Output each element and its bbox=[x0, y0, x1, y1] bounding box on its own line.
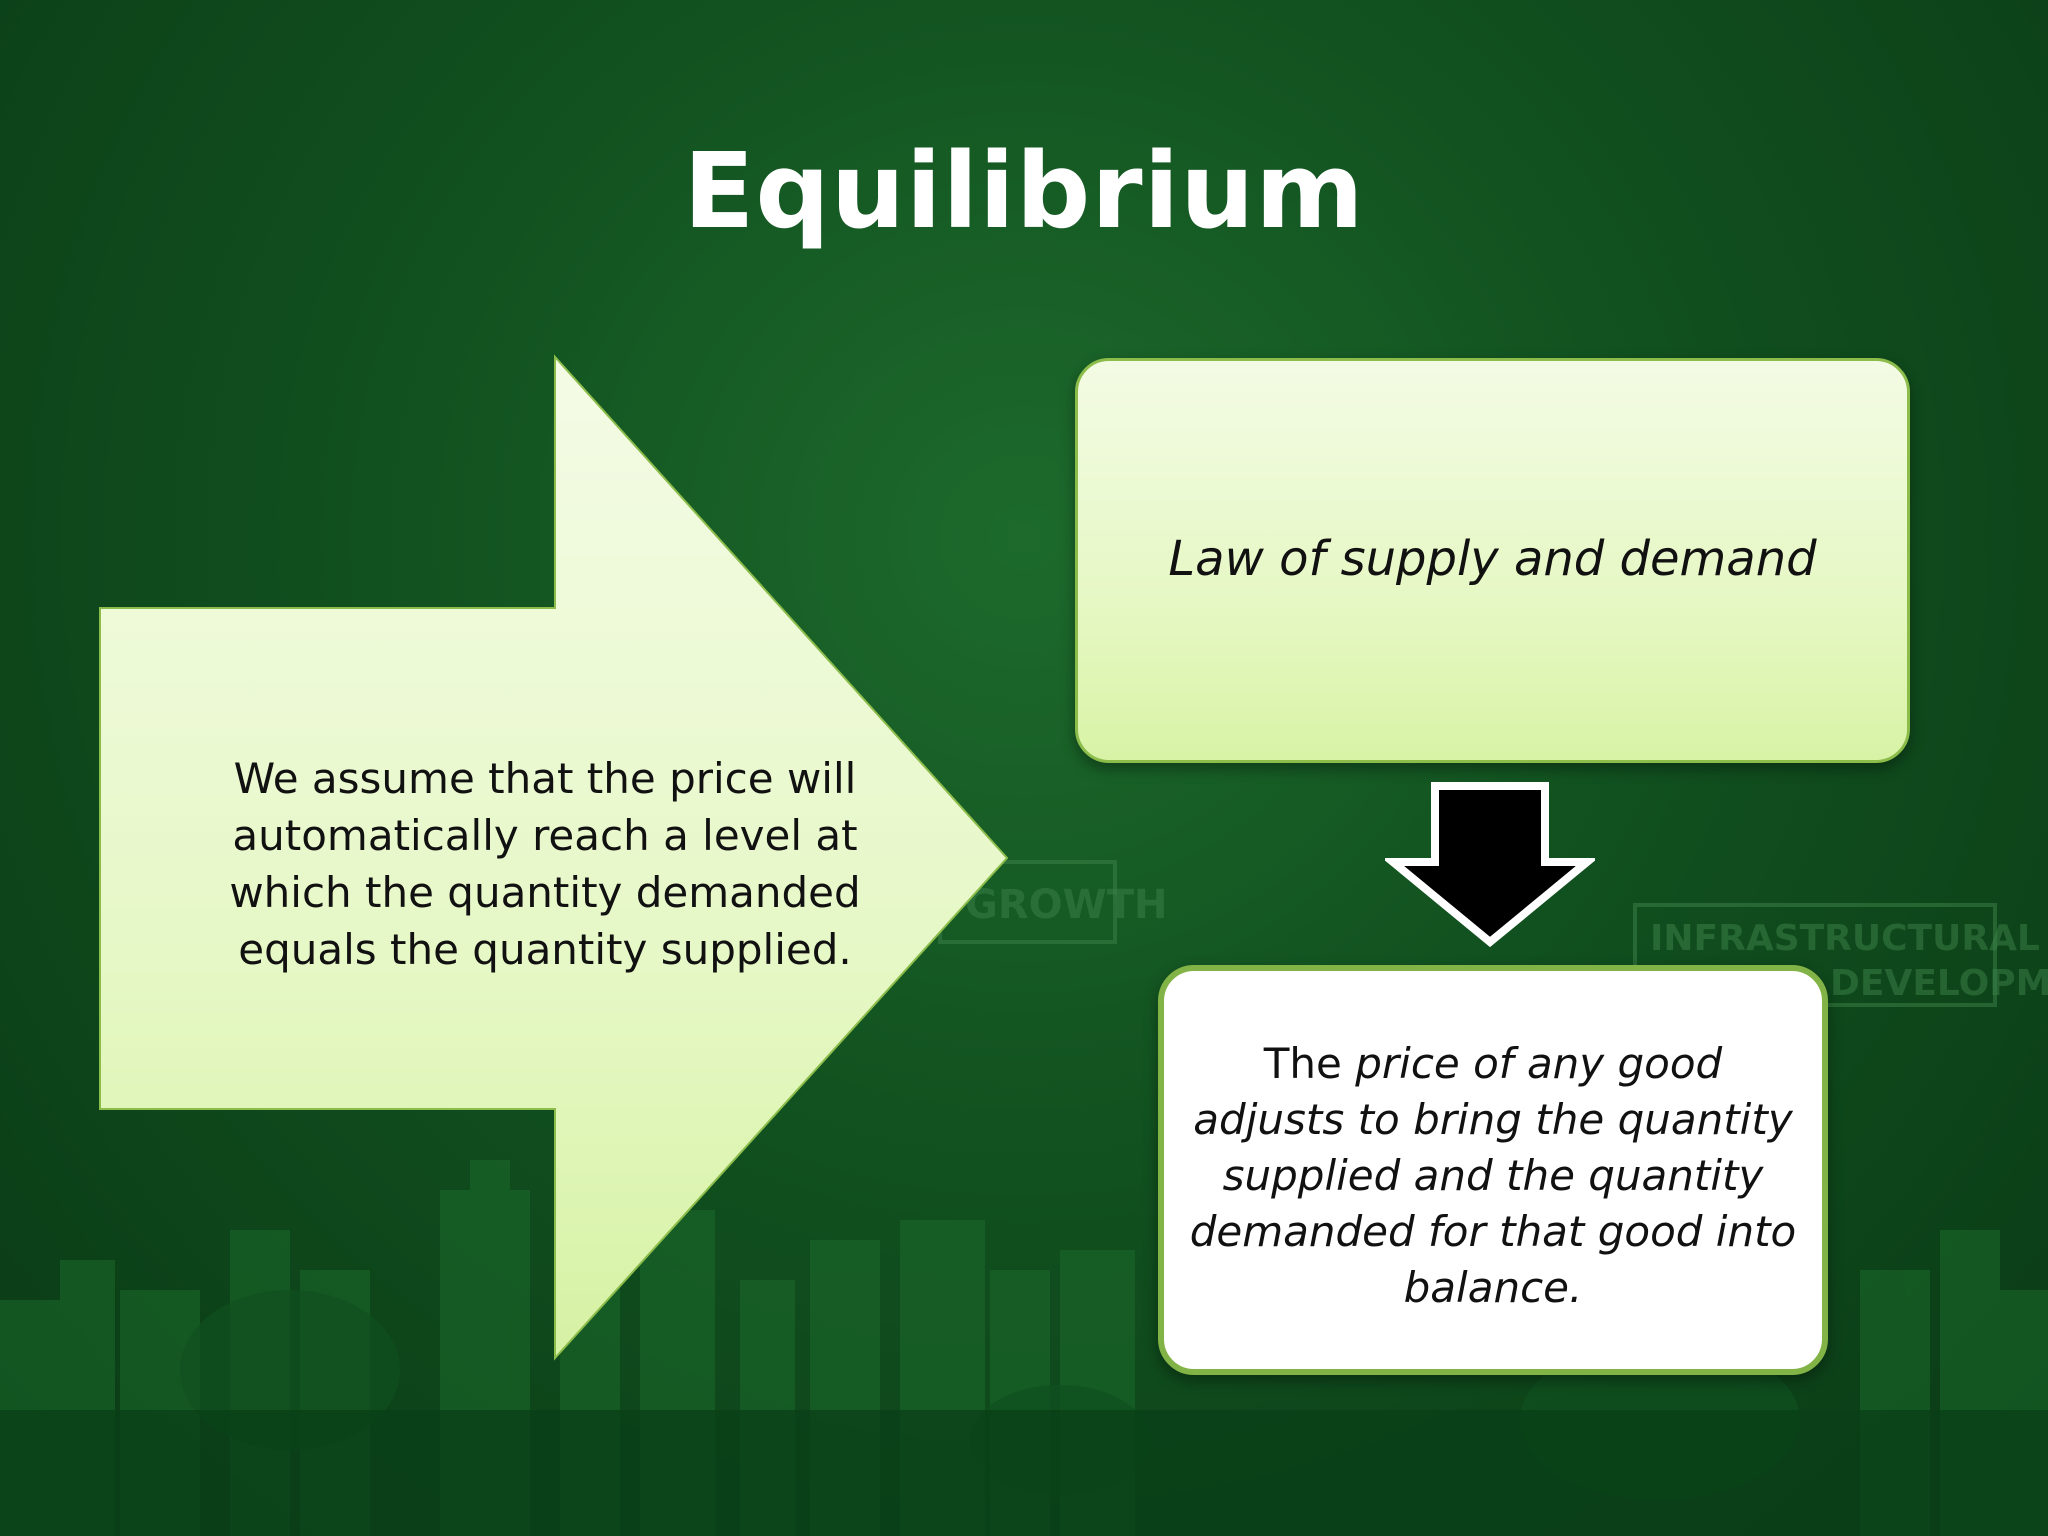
assumption-text: We assume that the price will automatica… bbox=[229, 754, 861, 974]
down-arrow-icon bbox=[1385, 782, 1595, 948]
background-sign-growth: GROWTH bbox=[965, 882, 1168, 928]
law-box: Law of supply and demand bbox=[1075, 358, 1910, 763]
result-italic-text: price of any good adjusts to bring the q… bbox=[1189, 1039, 1797, 1312]
result-text: The price of any good adjusts to bring t… bbox=[1184, 1036, 1802, 1316]
background-sign-infrastructural: INFRASTRUCTURAL bbox=[1650, 918, 2040, 959]
result-box: The price of any good adjusts to bring t… bbox=[1158, 965, 1828, 1375]
law-text: Law of supply and demand bbox=[1168, 531, 1817, 587]
result-lead-text: The bbox=[1263, 1039, 1356, 1088]
background-sign-development: DEVELOPMENT bbox=[1830, 963, 2048, 1004]
slide-title: Equilibrium bbox=[683, 130, 1365, 252]
